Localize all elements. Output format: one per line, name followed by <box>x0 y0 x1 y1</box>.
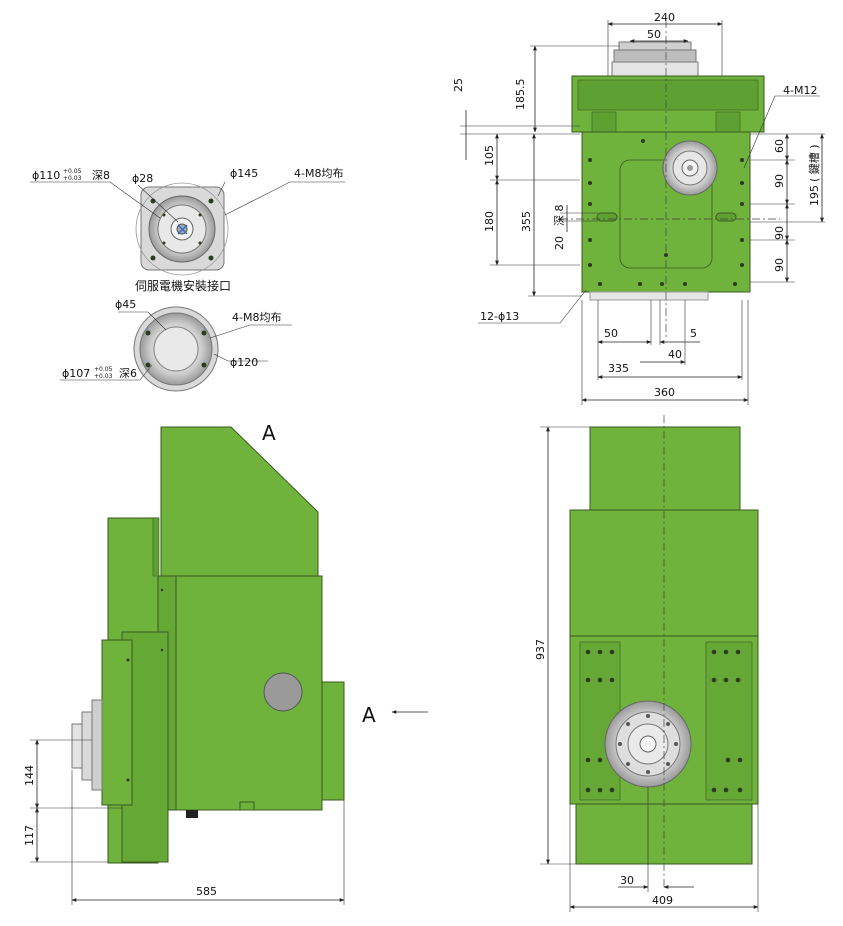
dim-30: 30 <box>620 874 634 887</box>
dim-90-b: 90 <box>773 226 786 240</box>
dim-409: 409 <box>652 894 673 907</box>
phi110-tol-upper: +0.05 <box>63 168 82 175</box>
motor-interface-bottom <box>60 306 292 392</box>
dim-240: 240 <box>654 11 675 24</box>
dim-90-a: 90 <box>773 174 786 188</box>
phi145-label: ϕ145 <box>230 167 258 180</box>
dim-90-c: 90 <box>773 258 786 272</box>
dim-m12-label: 4-M12 <box>783 84 817 97</box>
top-view <box>460 20 825 405</box>
bolts-bottom-label: 4-M8均布 <box>232 311 281 324</box>
bolts-top-label: 4-M8均布 <box>294 167 343 180</box>
dim-180: 180 <box>483 211 496 232</box>
dim-105: 105 <box>483 145 496 166</box>
phi28-label: ϕ28 <box>132 172 153 185</box>
phi120-label: ϕ120 <box>230 356 258 369</box>
dim-slot-20: 20 <box>553 236 566 250</box>
phi110-tol-lower: +0.03 <box>63 175 82 182</box>
section-label-a-arrow: A <box>362 703 376 727</box>
section-label-a-top: A <box>262 421 276 445</box>
dim-25: 25 <box>452 78 465 92</box>
motor-interface-caption: 伺服電機安裝接口 <box>135 278 231 293</box>
dim-937: 937 <box>534 639 547 660</box>
dim-117: 117 <box>23 825 36 846</box>
dim-195: 195 <box>808 185 821 206</box>
phi107-tol-upper: +0.05 <box>94 366 113 373</box>
phi45-label: ϕ45 <box>115 298 136 311</box>
phi110-label: ϕ110 <box>32 169 60 182</box>
phi107-depth-label: 深6 <box>119 367 137 380</box>
motor-interface-top <box>30 181 345 276</box>
dim-slot-depth: 深 8 <box>553 205 566 227</box>
phi107-tol-lower: +0.03 <box>94 373 113 380</box>
dim-40: 40 <box>668 348 682 361</box>
dim-60: 60 <box>773 139 786 153</box>
phi107-label: ϕ107 <box>62 367 90 380</box>
dim-185-5: 185.5 <box>514 79 527 111</box>
dim-360: 360 <box>654 386 675 399</box>
front-view <box>540 415 759 912</box>
dim-144: 144 <box>23 765 36 786</box>
dim-50-bottom: 50 <box>604 327 618 340</box>
dim-keyway: ( 鍵槽 ) <box>807 144 821 182</box>
phi110-depth-label: 深8 <box>92 169 110 182</box>
dim-335: 335 <box>608 362 629 375</box>
dim-5: 5 <box>690 327 697 340</box>
side-view <box>30 426 428 905</box>
dim-355: 355 <box>520 211 533 232</box>
dim-585: 585 <box>196 885 217 898</box>
dim-50-top: 50 <box>647 28 661 41</box>
dim-holes-label: 12-ϕ13 <box>480 310 519 323</box>
